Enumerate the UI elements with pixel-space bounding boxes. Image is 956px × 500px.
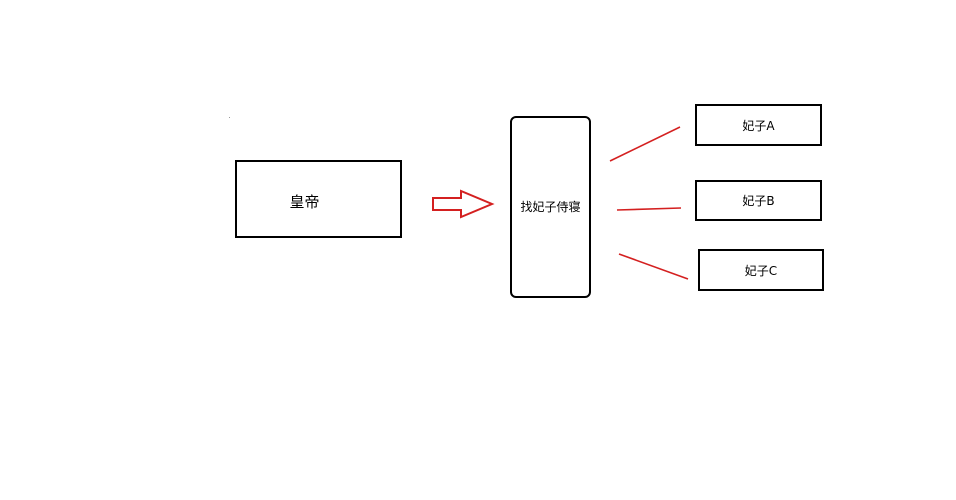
consort-a-node: 妃子A xyxy=(695,104,822,146)
connector-line-c xyxy=(618,253,689,280)
consort-c-label: 妃子C xyxy=(744,263,778,278)
consort-b-label: 妃子B xyxy=(742,194,775,208)
consort-a-label: 妃子A xyxy=(742,118,775,133)
right-arrow-icon xyxy=(432,189,495,219)
stray-dot xyxy=(229,117,230,118)
connector-line-a xyxy=(609,126,681,162)
emperor-label: 皇帝 xyxy=(289,192,320,211)
find-consort-label: 找妃子侍寝 xyxy=(520,199,581,214)
emperor-node: 皇帝 xyxy=(235,160,402,238)
consort-b-node: 妃子B xyxy=(695,180,822,221)
connector-line-b xyxy=(616,207,682,211)
find-consort-node: 找妃子侍寝 xyxy=(510,116,591,298)
consort-c-node: 妃子C xyxy=(698,249,824,291)
